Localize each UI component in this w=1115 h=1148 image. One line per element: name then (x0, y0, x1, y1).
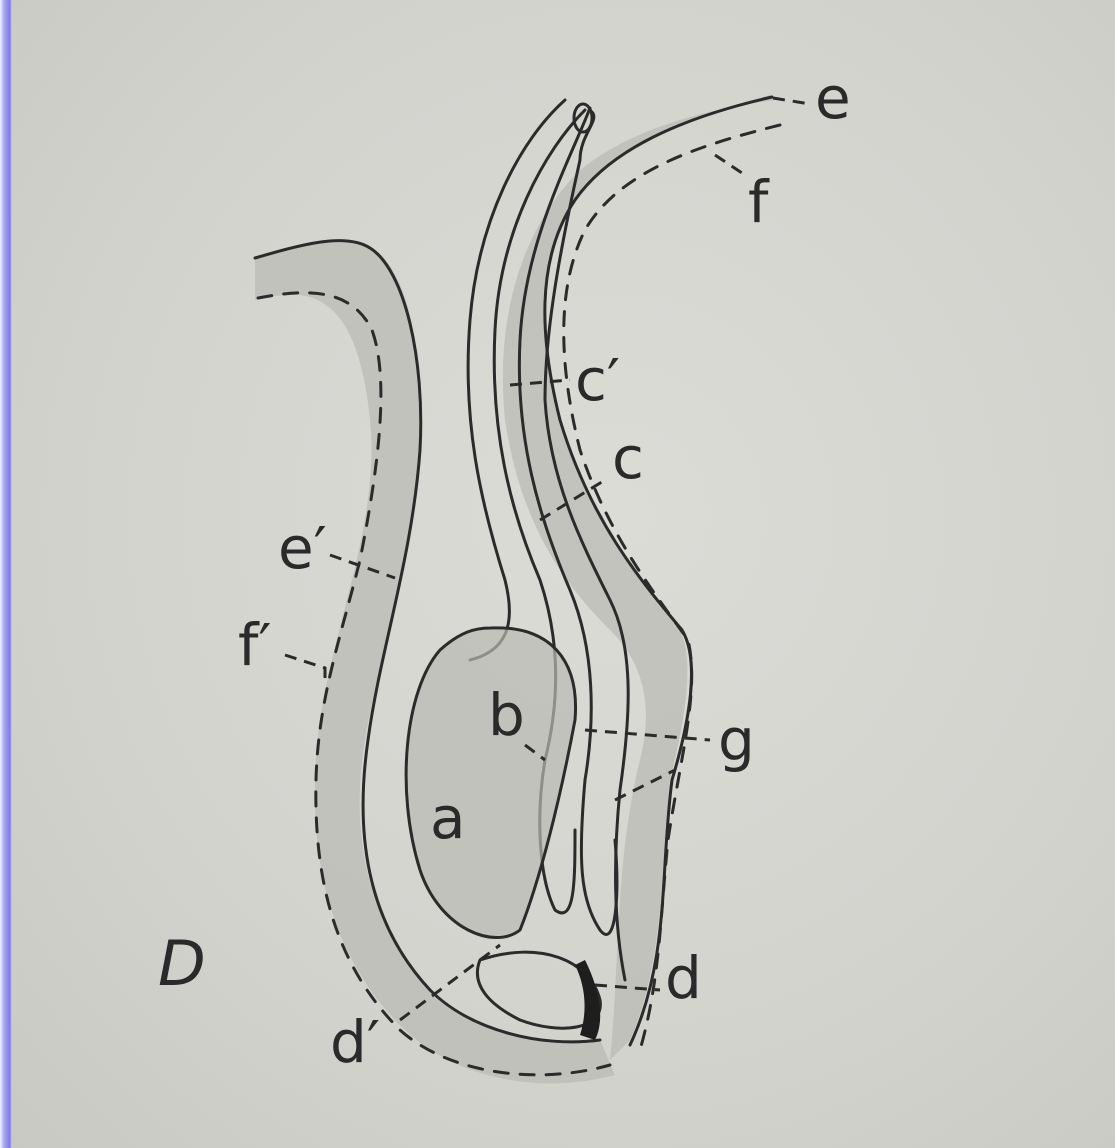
label-e-prime: e′ (278, 514, 327, 582)
leader-f (715, 155, 745, 175)
label-g: g (718, 706, 755, 774)
label-e: e (815, 64, 851, 132)
label-c: c (612, 424, 644, 492)
yolk-sac-fill (406, 628, 575, 938)
leader-f-prime (285, 655, 325, 680)
label-a: a (430, 784, 466, 852)
label-c-prime: c′ (575, 346, 620, 414)
diagram-figure: e f c′ c e′ f′ b g a d d′ D (12, 0, 1115, 1148)
label-d: d (665, 944, 702, 1012)
label-D: D (158, 927, 206, 1000)
label-d-prime: d′ (330, 1008, 380, 1076)
label-b: b (488, 681, 525, 749)
label-f-prime: f′ (238, 611, 272, 679)
label-f: f (748, 168, 770, 236)
leader-e (773, 98, 810, 104)
diagram-canvas: e f c′ c e′ f′ b g a d d′ D (12, 0, 1115, 1148)
